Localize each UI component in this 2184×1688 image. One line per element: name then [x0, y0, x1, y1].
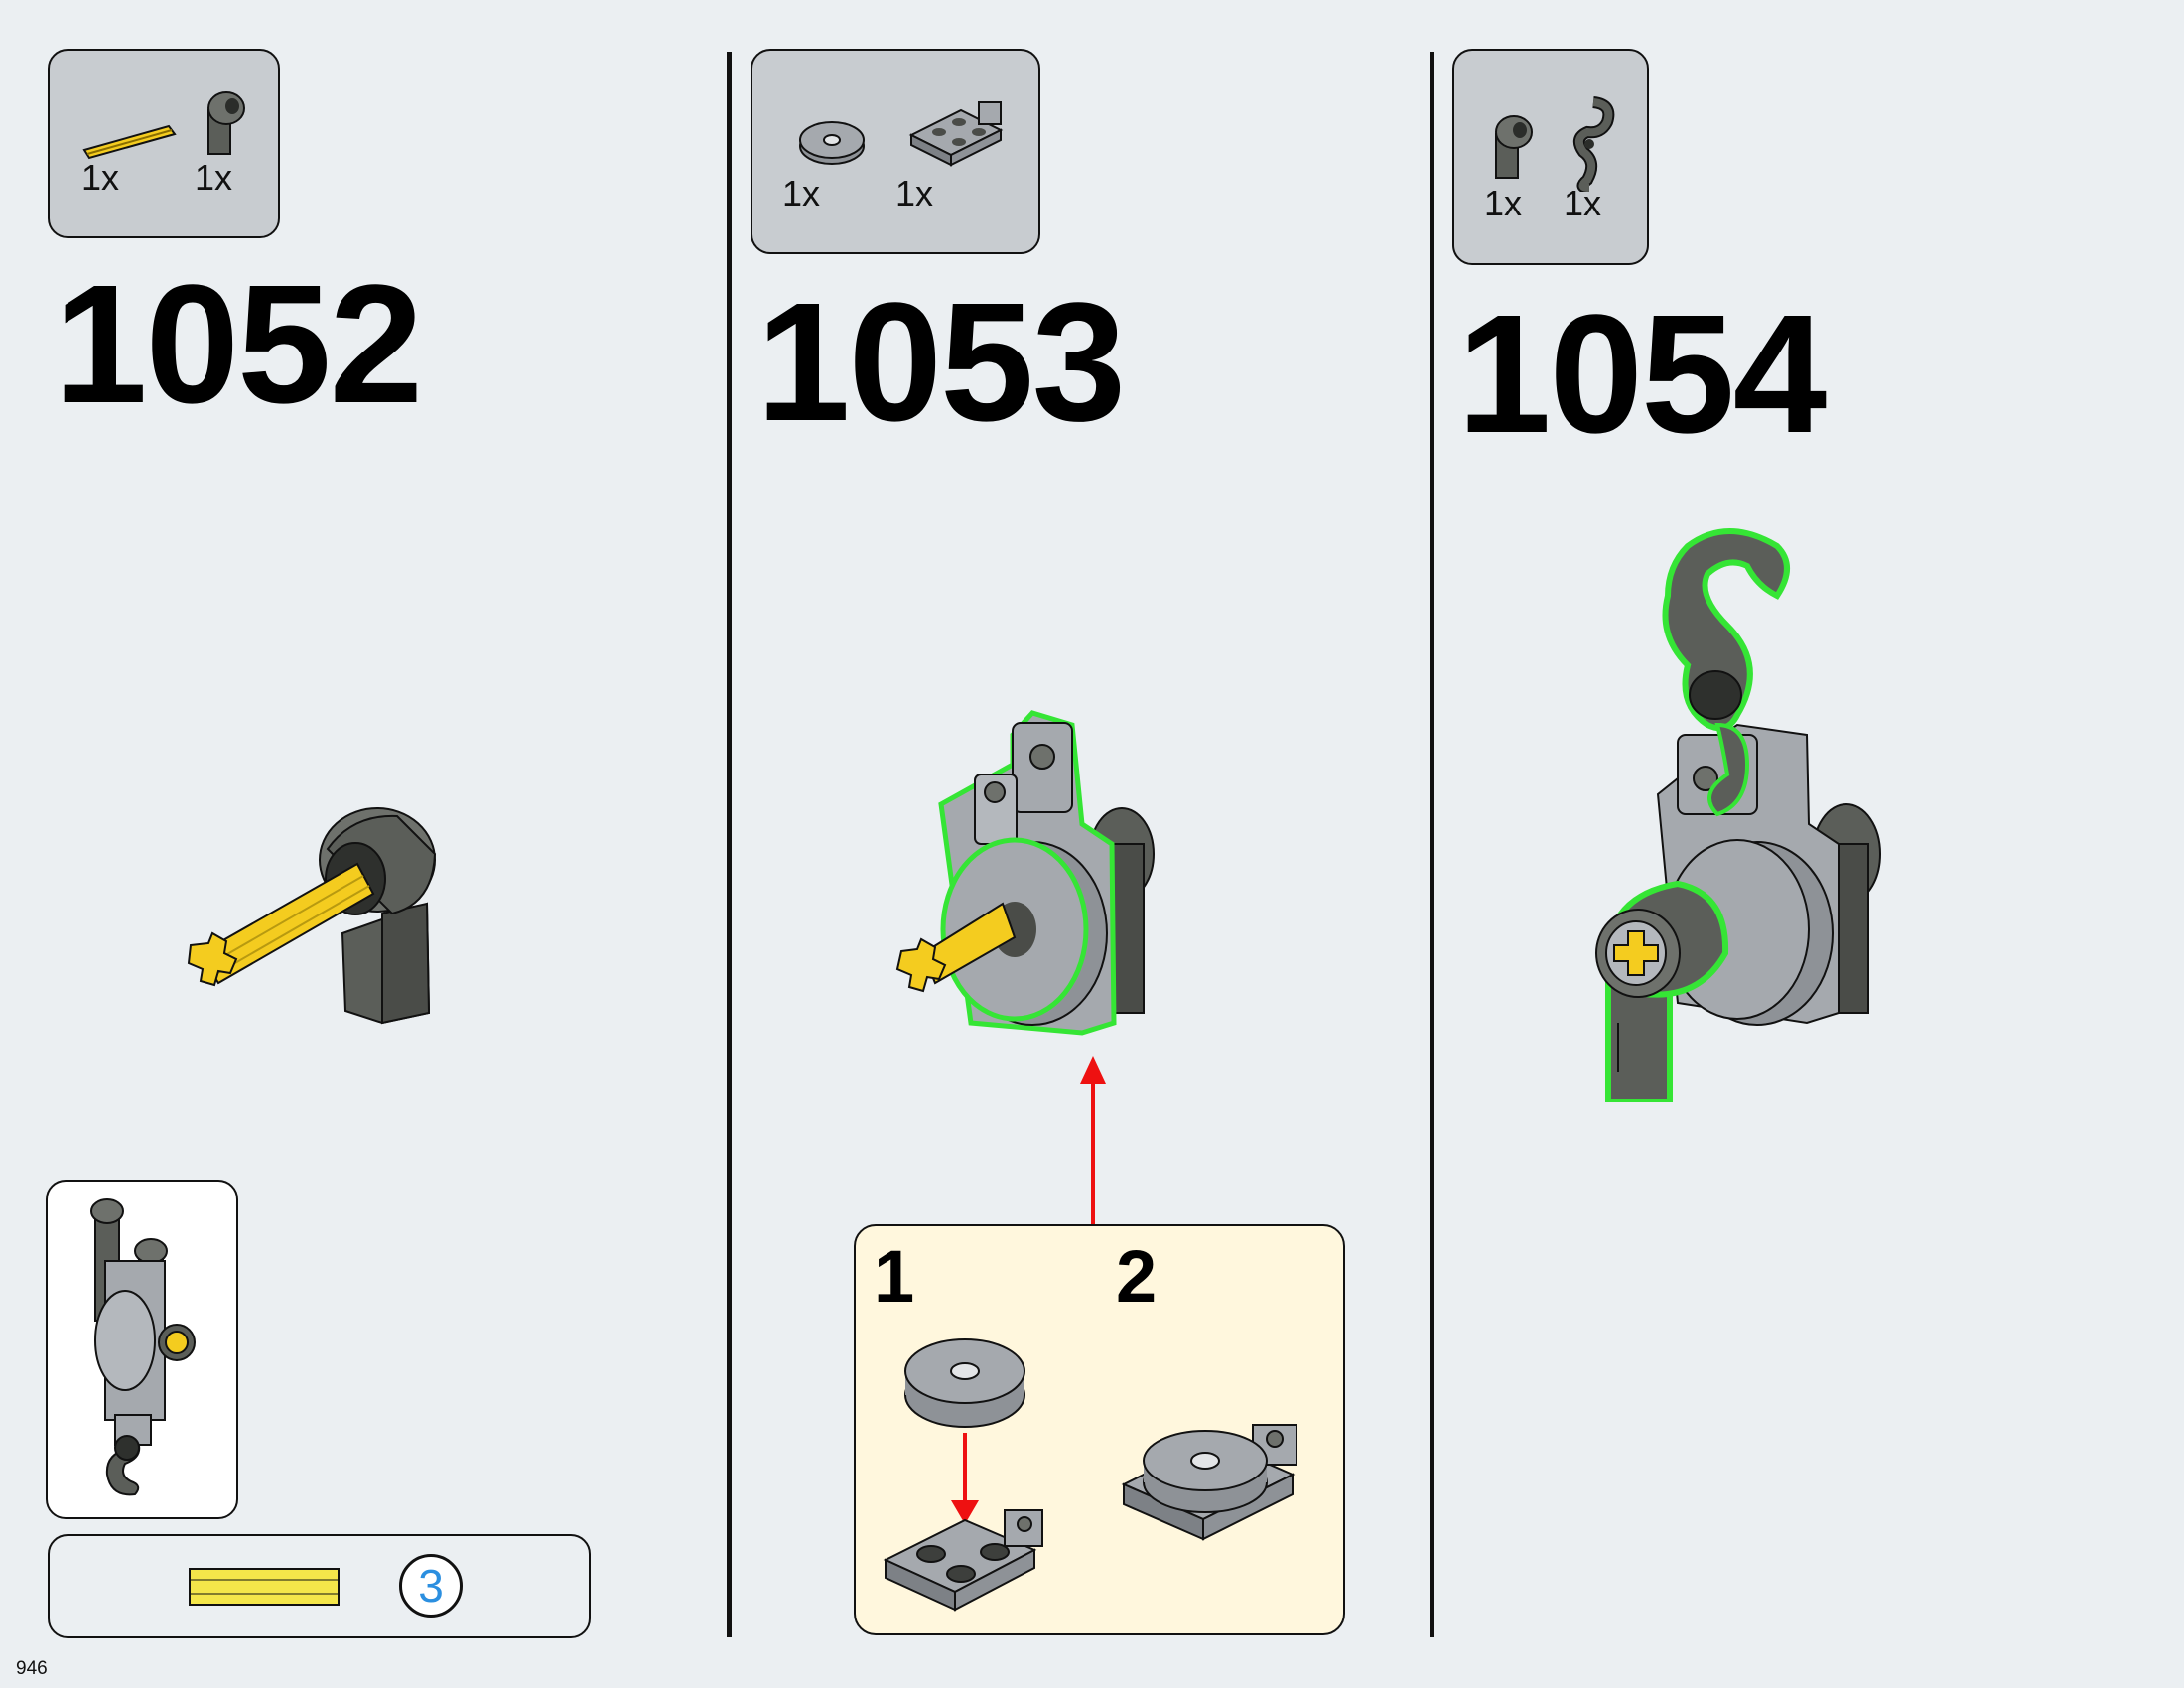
sub-model-count-badge: 3: [399, 1554, 463, 1618]
hook-icon: [1572, 96, 1615, 192]
parts-list-step-1052: 1x 1x: [48, 49, 280, 238]
column-divider-left: [727, 52, 732, 1637]
step-number-1052: 1052: [54, 250, 423, 439]
round-tile-icon: [799, 121, 865, 165]
step-1054-assembly: [1595, 528, 1881, 1102]
part-qty: 1x: [1564, 183, 1602, 223]
yellow-axle-icon: [82, 124, 177, 160]
red-arrow-up: [1080, 1056, 1106, 1227]
part-qty: 1x: [782, 173, 821, 213]
sub-step-box-1053: 1 2: [854, 1224, 1345, 1635]
part-qty: 1x: [81, 157, 120, 198]
parts-list-step-1053: 1x 1x: [751, 49, 1040, 254]
step-1053-assembly: [895, 710, 1155, 1036]
plate-with-hole-icon: [908, 101, 1004, 167]
part-qty: 1x: [195, 157, 233, 198]
sub-step-1-illustration: [883, 1338, 1043, 1612]
sub-step-2-illustration: [1121, 1424, 1297, 1541]
column-divider-right: [1430, 52, 1434, 1637]
sub-model-preview: [46, 1180, 238, 1519]
sub-step-number: 2: [1116, 1235, 1158, 1318]
step-1052-assembly: [187, 807, 437, 1025]
yellow-bar-icon: [189, 1568, 340, 1606]
axle-pin-connector-icon: [207, 91, 245, 155]
sub-step-number: 1: [874, 1235, 915, 1318]
hook-assembly-thumbnail: [90, 1198, 196, 1496]
page-number: 946: [16, 1658, 48, 1679]
part-qty: 1x: [895, 173, 934, 213]
axle-pin-connector-icon: [1495, 115, 1533, 179]
step-number-1053: 1053: [756, 268, 1126, 457]
sub-model-counter-box: 3: [48, 1534, 591, 1638]
parts-list-step-1054: 1x 1x: [1452, 49, 1649, 265]
step-number-1054: 1054: [1457, 280, 1827, 469]
part-qty: 1x: [1484, 183, 1523, 223]
